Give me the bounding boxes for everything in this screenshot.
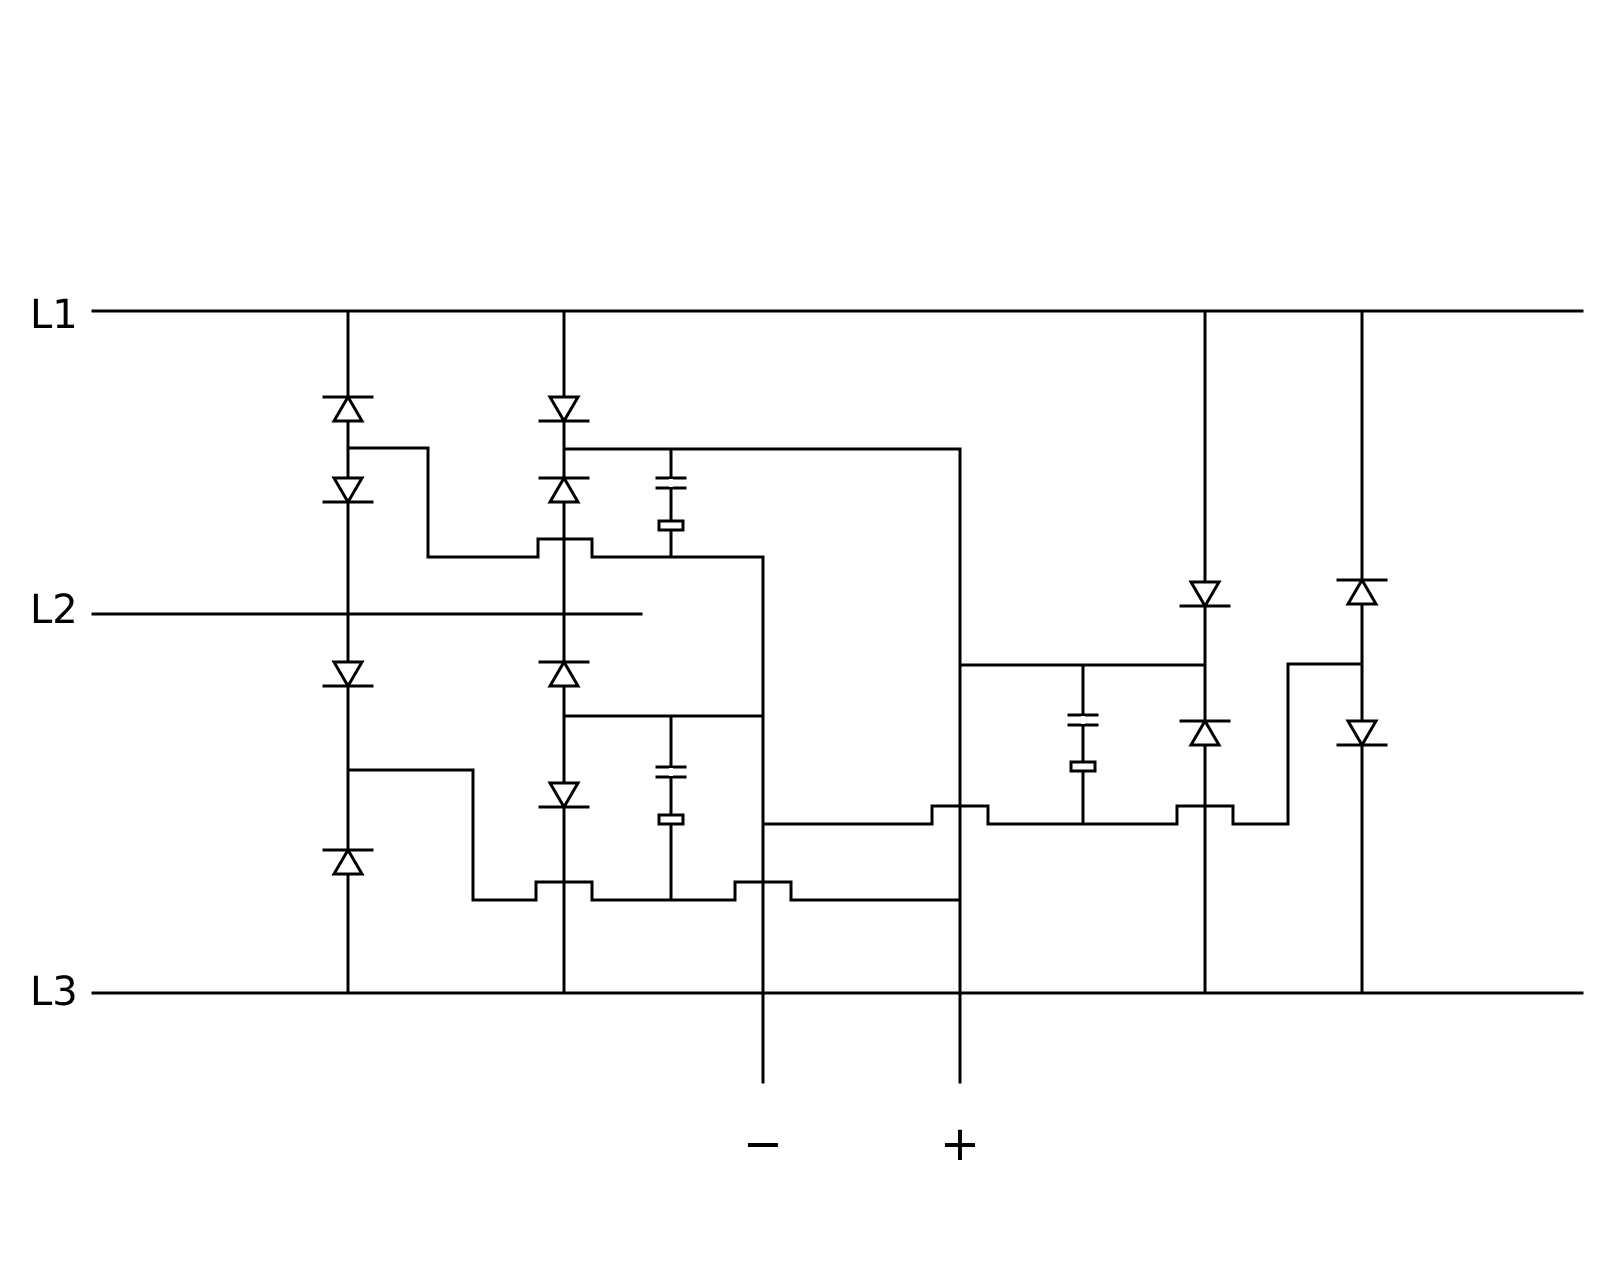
label-l2: L2 bbox=[30, 587, 78, 633]
capacitor bbox=[655, 476, 687, 532]
diode bbox=[322, 394, 374, 423]
crossover-hop bbox=[1175, 804, 1235, 826]
crossover-hop bbox=[930, 804, 990, 826]
diode bbox=[1179, 580, 1231, 609]
diode bbox=[538, 781, 590, 810]
label-l3: L3 bbox=[30, 969, 78, 1015]
diode bbox=[1179, 718, 1231, 747]
crossover-hop bbox=[534, 880, 594, 902]
label-minus-terminal: − bbox=[743, 1116, 783, 1172]
diode bbox=[322, 847, 374, 876]
supply-lines bbox=[91, 309, 1584, 995]
label-plus-terminal: + bbox=[940, 1116, 980, 1172]
capacitor bbox=[655, 765, 687, 826]
wiring bbox=[346, 309, 1364, 1084]
capacitor bbox=[1067, 713, 1099, 773]
diode bbox=[538, 395, 590, 424]
crossover-hop bbox=[733, 880, 793, 902]
diode bbox=[1336, 577, 1388, 606]
crossovers bbox=[534, 537, 1235, 902]
diode bbox=[322, 660, 374, 689]
diode bbox=[1336, 719, 1388, 748]
diode bbox=[322, 476, 374, 505]
diode bbox=[538, 475, 590, 504]
crossover-hop bbox=[536, 537, 594, 559]
label-l1: L1 bbox=[30, 292, 78, 338]
diode bbox=[538, 659, 590, 688]
